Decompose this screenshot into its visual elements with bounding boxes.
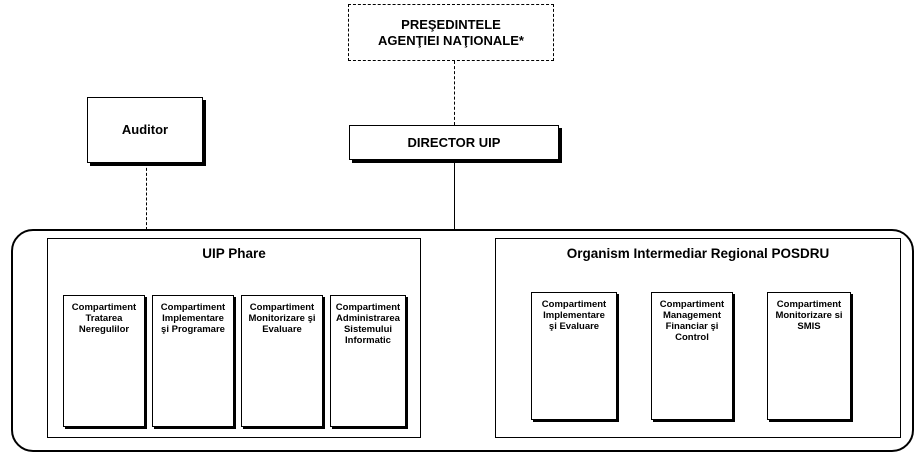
director-label: DIRECTOR UIP (407, 134, 501, 150)
unit-administrarea-line-4: Informatic (345, 335, 391, 346)
unit-monitorizare-line-2: Monitorizare şi (248, 313, 316, 324)
unit-administrarea-sistemului: Compartiment Administrarea Sistemului In… (330, 295, 406, 427)
unit-management-financiar: Compartiment Management Financiar şi Con… (651, 292, 733, 420)
auditor-organization-connector (146, 163, 147, 230)
organization-container (11, 229, 914, 452)
unit-smis-line-1: Compartiment (776, 299, 842, 310)
director-box: DIRECTOR UIP (349, 125, 559, 160)
unit-implementare-line-1: Compartiment (160, 302, 226, 313)
uip-phare-title: UIP Phare (202, 246, 266, 261)
auditor-label: Auditor (121, 122, 169, 137)
posdru-title: Organism Intermediar Regional POSDRU (566, 246, 830, 261)
unit-mgmt-line-2: Management (662, 310, 722, 321)
unit-tratarea-line-3: Neregulilor (78, 324, 130, 335)
director-organization-connector (454, 160, 455, 230)
unit-implementare-line-3: şi Programare (161, 324, 225, 335)
president-line-2: AGENŢIEI NAŢIONALE* (378, 32, 524, 48)
unit-smis-line-2: Monitorizare si (775, 310, 843, 321)
unit-mgmt-line-1: Compartiment (659, 299, 725, 310)
unit-mgmt-line-4: Control (675, 332, 709, 343)
unit-monitorizare-smis: Compartiment Monitorizare si SMIS (767, 292, 851, 420)
unit-tratarea-line-1: Compartiment (71, 302, 137, 313)
unit-implementare-line-2: Implementare (162, 313, 224, 324)
unit-tratarea-line-2: Tratarea (85, 313, 123, 324)
unit-monitorizare-line-1: Compartiment (249, 302, 315, 313)
president-box: PREŞEDINTELE AGENŢIEI NAŢIONALE* (348, 4, 554, 61)
president-line-1: PREŞEDINTELE (401, 16, 501, 32)
unit-implementare-evaluare: Compartiment Implementare şi Evaluare (531, 292, 617, 420)
posdru-panel: Organism Intermediar Regional POSDRU (495, 238, 901, 438)
unit-impl-eval-line-1: Compartiment (541, 299, 607, 310)
unit-tratarea-neregulilor: Compartiment Tratarea Neregulilor (63, 295, 145, 427)
unit-monitorizare-line-3: Evaluare (262, 324, 302, 335)
unit-impl-eval-line-2: Implementare (543, 310, 605, 321)
unit-mgmt-line-3: Financiar şi (665, 321, 719, 332)
uip-phare-panel: UIP Phare (47, 238, 421, 438)
auditor-box: Auditor (87, 97, 203, 163)
president-director-connector (454, 61, 455, 125)
unit-monitorizare-evaluare: Compartiment Monitorizare şi Evaluare (241, 295, 323, 427)
unit-smis-line-3: SMIS (797, 321, 821, 332)
unit-administrarea-line-3: Sistemului (343, 324, 393, 335)
unit-administrarea-line-2: Administrarea (336, 313, 400, 324)
unit-administrarea-line-1: Compartiment (335, 302, 401, 313)
unit-impl-eval-line-3: şi Evaluare (548, 321, 600, 332)
unit-implementare-programare: Compartiment Implementare şi Programare (152, 295, 234, 427)
